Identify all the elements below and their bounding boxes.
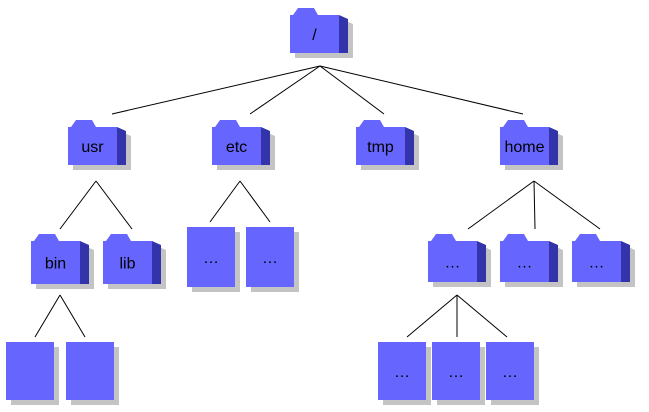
- edge-root-home: [319, 65, 524, 115]
- node-label: etc: [226, 139, 247, 156]
- edge-etc-etc_1: [209, 180, 241, 223]
- file-icon: [6, 342, 59, 405]
- edge-root-etc: [249, 65, 321, 115]
- edge-home_1-sub_1: [406, 294, 458, 338]
- node-sub-1: …: [378, 342, 431, 405]
- folder-face: [500, 120, 549, 165]
- node-usr: usr: [68, 120, 131, 170]
- edge-bin-bin_1: [34, 294, 61, 338]
- node-lib: lib: [103, 234, 166, 289]
- node-label: …: [502, 364, 518, 381]
- folder-face: [572, 234, 621, 282]
- file-icon: [378, 342, 431, 405]
- node-label: …: [203, 250, 219, 267]
- node-label: usr: [81, 139, 104, 156]
- node-bin-1: [6, 342, 59, 405]
- node-label: bin: [45, 256, 66, 273]
- node-home-3: …: [572, 234, 635, 287]
- folder-side: [549, 241, 558, 282]
- edge-usr-bin: [59, 180, 97, 230]
- folder-face: [290, 8, 339, 53]
- folder-icon: [572, 234, 635, 287]
- folder-icon: [31, 234, 94, 289]
- node-tmp: tmp: [356, 120, 419, 170]
- edge-home-home_1: [467, 180, 535, 230]
- file-face: [66, 342, 114, 400]
- folder-side: [117, 127, 126, 165]
- folder-icon: [68, 120, 131, 170]
- folder-face: [428, 234, 477, 282]
- edge-home_1-sub_3: [456, 294, 508, 338]
- folder-icon: [500, 234, 563, 287]
- file-face: [187, 227, 235, 287]
- folder-face: [68, 120, 117, 165]
- folder-side: [152, 241, 161, 284]
- node-label: …: [517, 255, 533, 272]
- folder-icon: [212, 120, 275, 170]
- node-home: home: [500, 120, 563, 170]
- edge-home-home_3: [533, 180, 601, 230]
- folder-side: [339, 15, 348, 53]
- node-etc: etc: [212, 120, 275, 170]
- node-home-1: …: [428, 234, 491, 287]
- edge-usr-lib: [95, 180, 133, 230]
- node-sub-3: …: [486, 342, 539, 405]
- folder-side: [261, 127, 270, 165]
- node-label: /: [312, 27, 317, 44]
- folder-icon: [500, 120, 563, 170]
- tree-nodes: / usr etc tmp home bin lib … … … … … … … …: [6, 8, 635, 405]
- file-face: [486, 342, 534, 400]
- node-label: …: [589, 255, 605, 272]
- file-icon: [187, 227, 240, 292]
- edge-etc-etc_2: [239, 180, 271, 223]
- folder-icon: [103, 234, 166, 289]
- folder-side: [405, 127, 414, 165]
- folder-face: [103, 234, 152, 284]
- node-label: …: [262, 250, 278, 267]
- tree-edges: [34, 65, 601, 338]
- node-bin-2: [66, 342, 119, 405]
- folder-face: [212, 120, 261, 165]
- folder-face: [500, 234, 549, 282]
- folder-icon: [356, 120, 419, 170]
- node-sub-2: …: [432, 342, 485, 405]
- folder-icon: [428, 234, 491, 287]
- node-label: …: [448, 364, 464, 381]
- folder-face: [356, 120, 405, 165]
- file-face: [432, 342, 480, 400]
- edge-home-home_2: [533, 180, 536, 230]
- edge-root-tmp: [319, 65, 385, 115]
- folder-side: [549, 127, 558, 165]
- file-icon: [66, 342, 119, 405]
- folder-side: [80, 241, 89, 284]
- folder-face: [31, 234, 80, 284]
- node-home-2: …: [500, 234, 563, 287]
- node-label: lib: [119, 256, 135, 273]
- folder-side: [621, 241, 630, 282]
- folder-side: [477, 241, 486, 282]
- node-label: …: [445, 255, 461, 272]
- edge-root-usr: [111, 65, 321, 115]
- node-root: /: [290, 8, 353, 58]
- folder-icon: [290, 8, 353, 58]
- file-icon: [486, 342, 539, 405]
- node-label: …: [394, 364, 410, 381]
- file-icon: [432, 342, 485, 405]
- file-icon: [246, 227, 299, 292]
- node-label: home: [504, 139, 544, 156]
- node-etc-1: …: [187, 227, 240, 292]
- node-bin: bin: [31, 234, 94, 289]
- file-face: [378, 342, 426, 400]
- file-face: [6, 342, 54, 400]
- file-face: [246, 227, 294, 287]
- node-etc-2: …: [246, 227, 299, 292]
- node-label: tmp: [367, 139, 394, 156]
- edge-bin-bin_2: [59, 294, 86, 338]
